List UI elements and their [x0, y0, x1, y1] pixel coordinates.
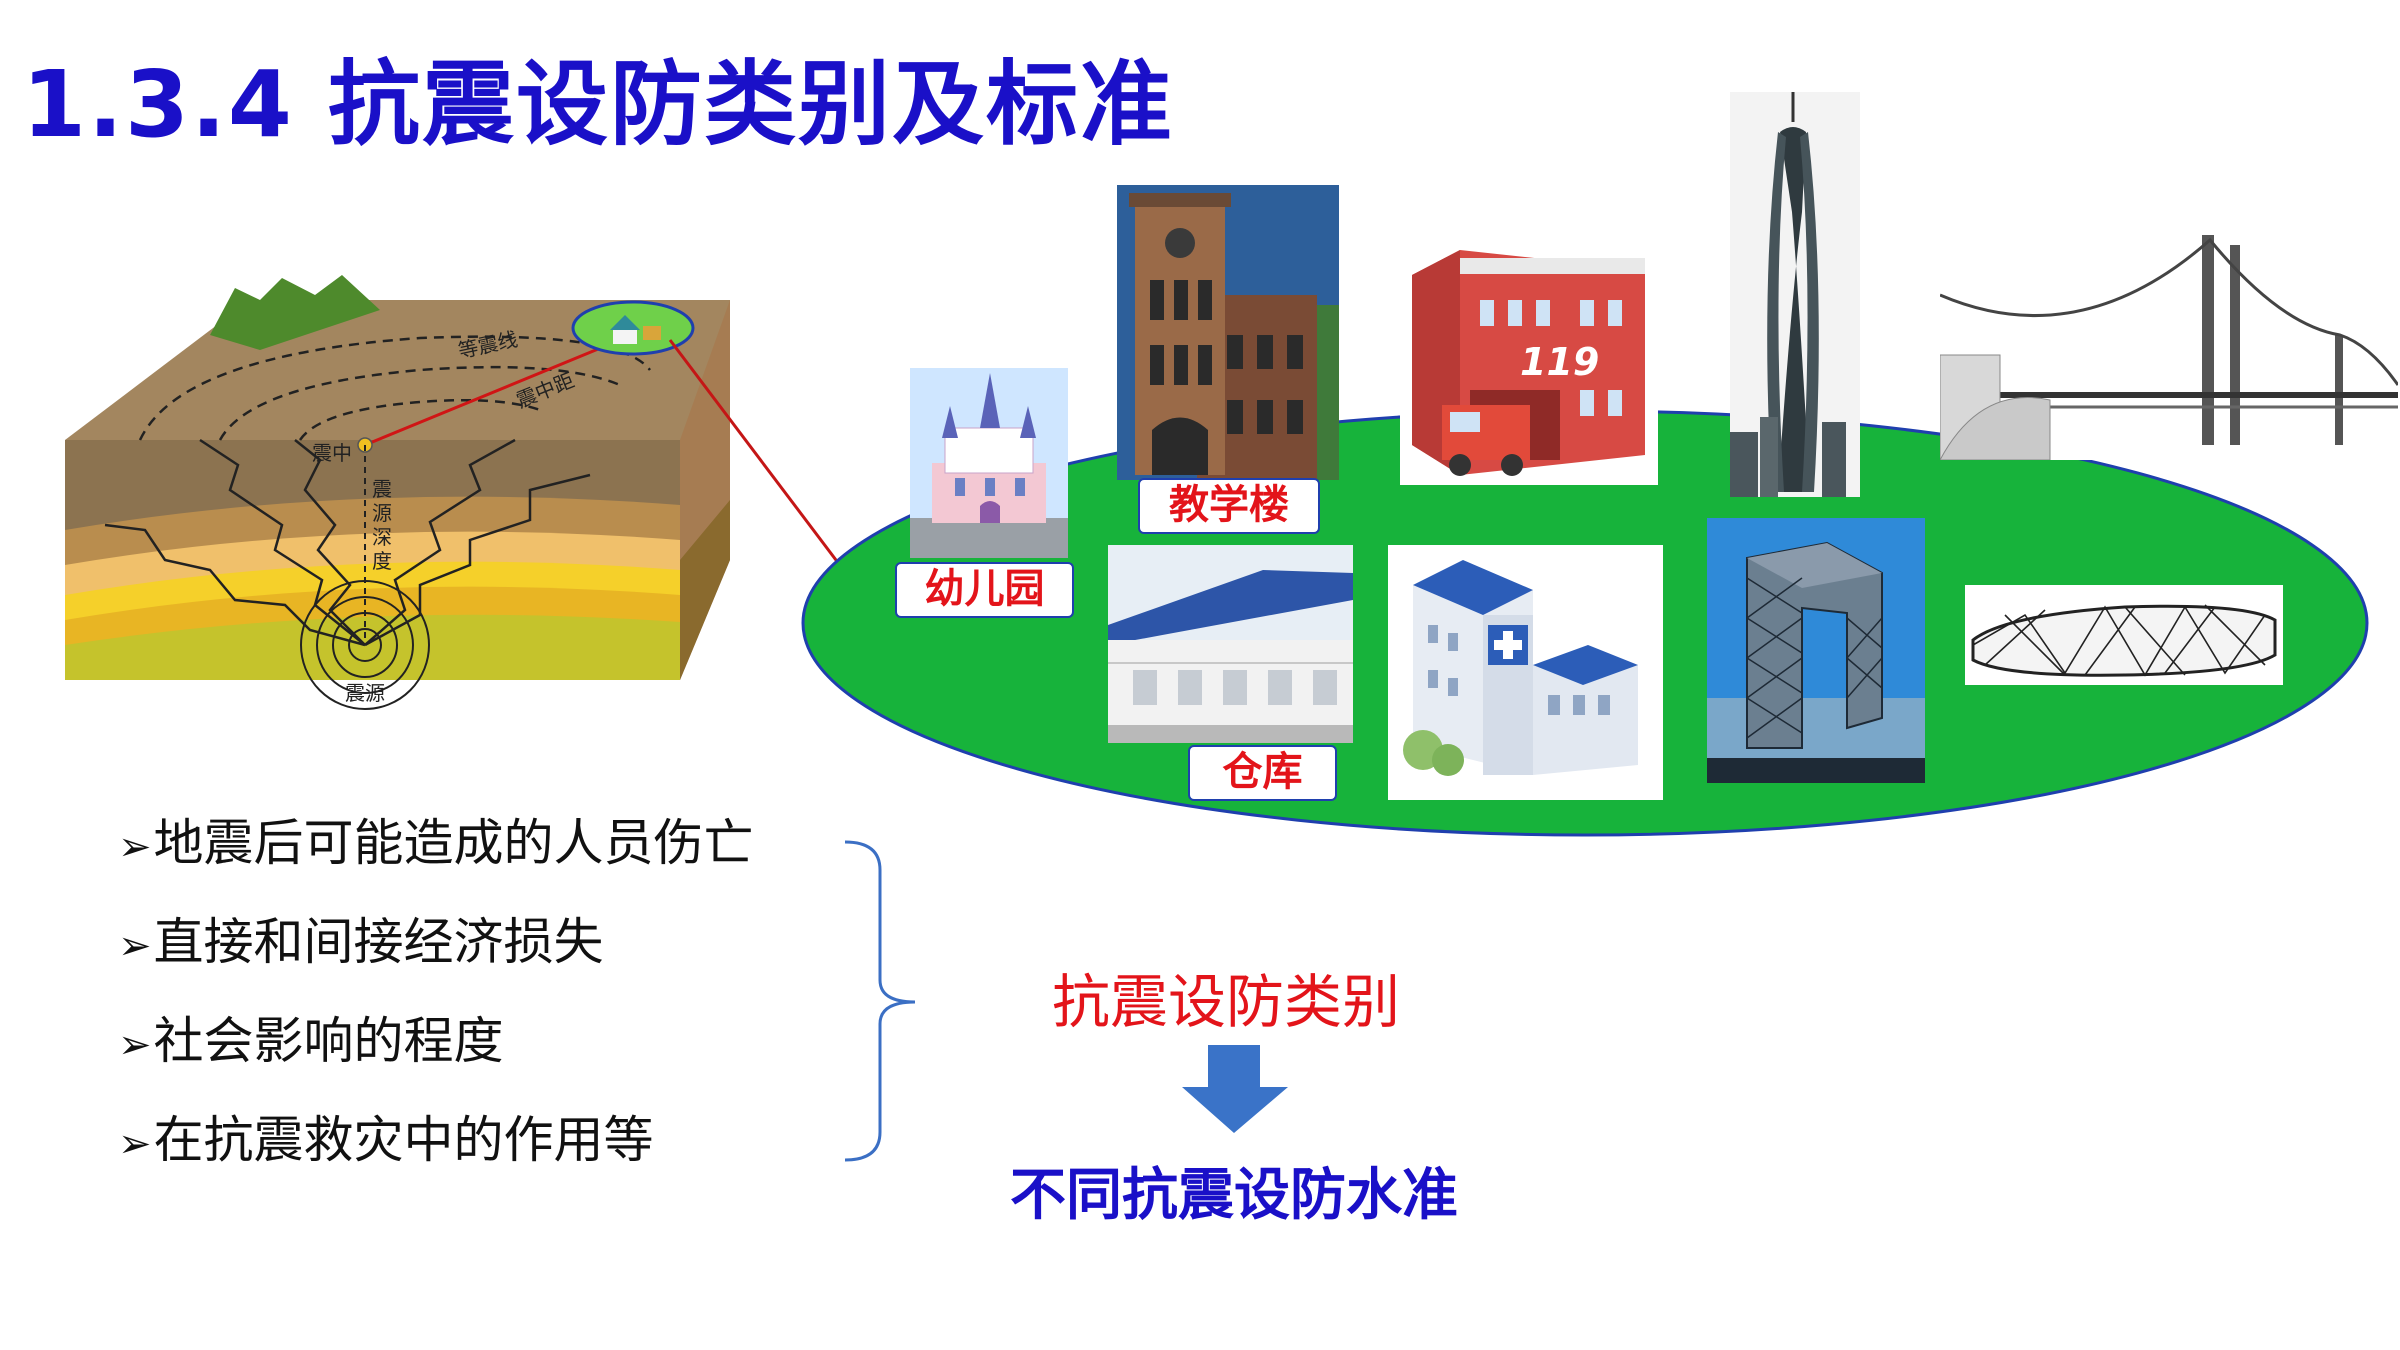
factor-item: ➢直接和间接经济损失 [118, 913, 604, 971]
factor-item: ➢社会影响的程度 [118, 1012, 504, 1070]
tv-tower-image [1730, 92, 1860, 497]
down-arrow-icon [1182, 1045, 1288, 1133]
fire-station-sign: 119 [1520, 340, 1599, 384]
cctv-tower-image [1707, 518, 1925, 783]
caption-warehouse: 仓库 [1188, 745, 1337, 801]
svg-text:震源深度: 震源深度 [372, 477, 392, 573]
warehouse-image [1108, 545, 1353, 743]
brace-icon [844, 840, 916, 1162]
bullet-marker-icon: ➢ [118, 923, 152, 969]
bullet-marker-icon: ➢ [118, 1121, 152, 1167]
seismic-category-label: 抗震设防类别 [1052, 968, 1401, 1036]
hospital-image [1388, 545, 1663, 800]
bridge-image [1940, 235, 2398, 460]
stadium-image [1965, 585, 2283, 685]
bullet-marker-icon: ➢ [118, 824, 152, 870]
kindergarten-image [910, 368, 1068, 558]
bullet-marker-icon: ➢ [118, 1022, 152, 1068]
page-title: 1.3.4 抗震设防类别及标准 [22, 51, 1174, 158]
factor-list: ➢地震后可能造成的人员伤亡 ➢直接和间接经济损失 ➢社会影响的程度 ➢在抗震救灾… [118, 808, 754, 1204]
earthquake-diagram: 等震线 震中距 震中 震源深度 震源 [65, 275, 730, 710]
teaching-building-image [1117, 185, 1339, 480]
label-hypocenter: 震源 [345, 681, 385, 705]
label-epicenter: 震中 [312, 441, 352, 465]
fortification-level-label: 不同抗震设防水准 [1010, 1163, 1458, 1228]
caption-teaching-building: 教学楼 [1138, 478, 1320, 534]
fire-station-image: 119 [1400, 240, 1658, 485]
factor-item: ➢地震后可能造成的人员伤亡 [118, 814, 754, 872]
caption-kindergarten: 幼儿园 [895, 562, 1074, 618]
factor-item: ➢在抗震救灾中的作用等 [118, 1111, 654, 1169]
label-focal-depth: 震源深度 [372, 477, 392, 573]
